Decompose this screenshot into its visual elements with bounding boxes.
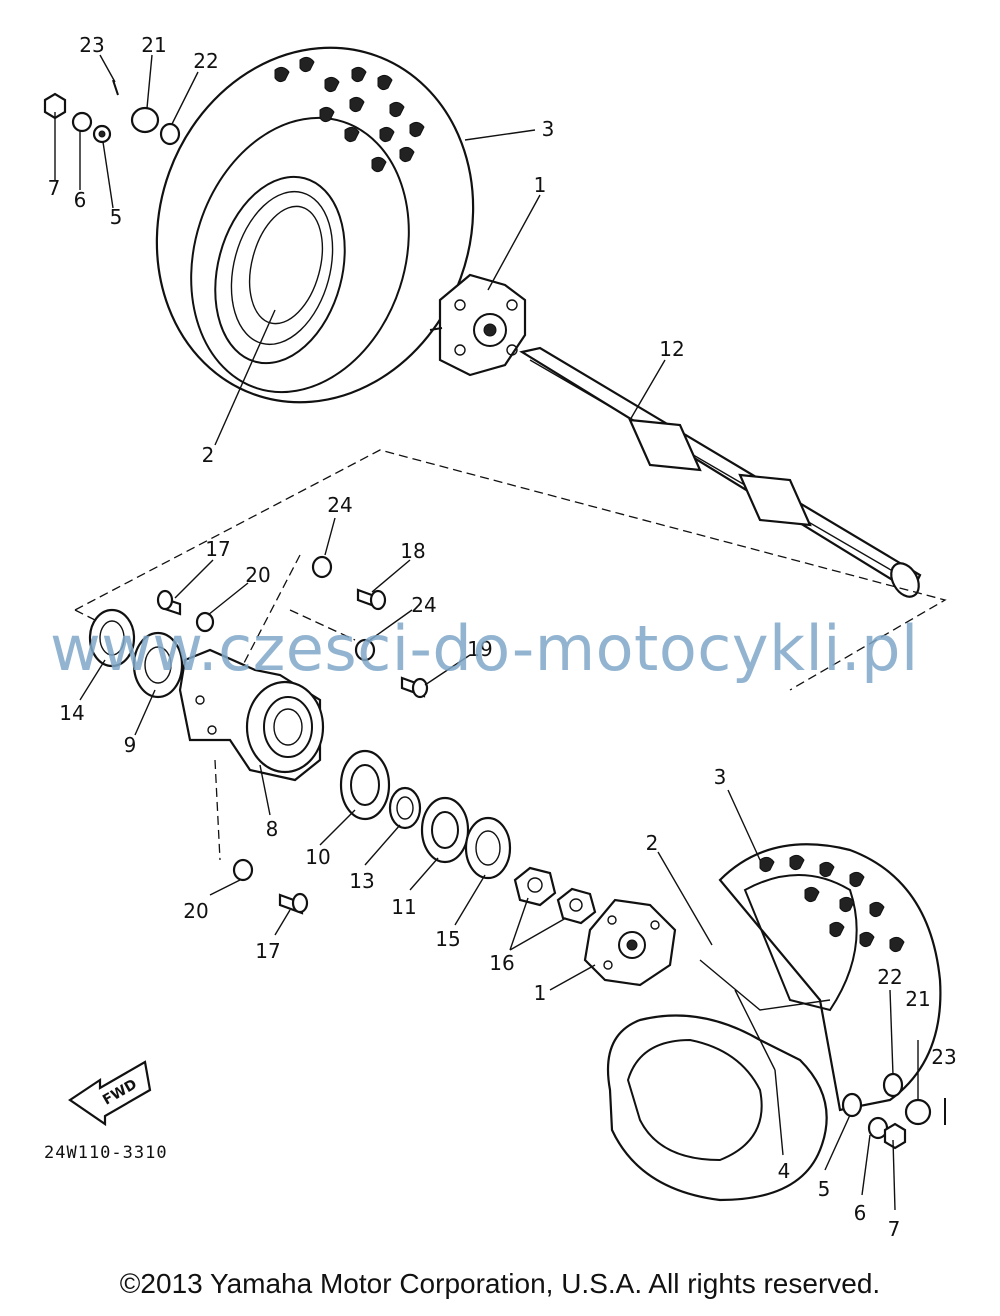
- drawing-code: 24W110-3310: [44, 1143, 168, 1163]
- callout-7b: 7: [888, 1217, 901, 1241]
- callout-17b: 17: [255, 939, 280, 963]
- callout-1: 1: [534, 173, 547, 197]
- callout-20: 20: [245, 563, 270, 587]
- callout-20b: 20: [183, 899, 208, 923]
- callout-21b: 21: [905, 987, 930, 1011]
- callout-2b: 2: [646, 831, 659, 855]
- fwd-direction-arrow: FWD: [68, 1060, 152, 1127]
- callout-labels: 23 21 22 7 6 5 3 1 12 2 24 17 18 20 24 1…: [44, 33, 957, 1241]
- callout-22: 22: [193, 49, 218, 73]
- callout-15: 15: [435, 927, 460, 951]
- callout-7: 7: [48, 176, 61, 200]
- lower-hub: [583, 898, 677, 987]
- callout-10: 10: [305, 845, 330, 869]
- upper-wheel: [155, 46, 475, 404]
- callout-19: 19: [467, 637, 492, 661]
- bearings-and-seals: [339, 749, 512, 880]
- callout-18: 18: [400, 539, 425, 563]
- callout-8: 8: [266, 817, 279, 841]
- callout-21: 21: [141, 33, 166, 57]
- callout-24b: 24: [411, 593, 436, 617]
- callout-6b: 6: [854, 1201, 867, 1225]
- callout-3: 3: [542, 117, 555, 141]
- callout-6: 6: [74, 188, 87, 212]
- callout-2: 2: [202, 443, 215, 467]
- upper-hub: [429, 273, 527, 377]
- tire-tread: [274, 56, 425, 173]
- callout-22b: 22: [877, 965, 902, 989]
- callout-24: 24: [327, 493, 352, 517]
- watermark-url: www.czesci-do-motocykli.pl: [50, 612, 919, 685]
- copyright-notice: ©2013 Yamaha Motor Corporation, U.S.A. A…: [119, 1268, 881, 1299]
- callout-11: 11: [391, 895, 416, 919]
- callout-14: 14: [59, 701, 84, 725]
- rear-axle: [519, 346, 922, 598]
- lower-wheel: [606, 843, 942, 1202]
- axle-nuts: [513, 866, 597, 925]
- callout-23b: 23: [931, 1045, 956, 1069]
- lower-tire-tread: [759, 854, 905, 953]
- callout-1b: 1: [534, 981, 547, 1005]
- callout-16: 16: [489, 951, 514, 975]
- callout-4: 4: [778, 1159, 791, 1183]
- callout-5: 5: [110, 205, 123, 229]
- housing-fasteners: [156, 555, 429, 915]
- callout-9: 9: [124, 733, 137, 757]
- lower-wheel-hardware: [841, 1072, 946, 1150]
- callout-23: 23: [79, 33, 104, 57]
- callout-17: 17: [205, 537, 230, 561]
- callout-13: 13: [349, 869, 374, 893]
- leader-lines: [54, 54, 919, 1211]
- callout-5b: 5: [818, 1177, 831, 1201]
- callout-12-value: 12: [659, 337, 684, 361]
- callout-3b: 3: [714, 765, 727, 789]
- axle-housing: [88, 608, 325, 782]
- upper-wheel-hardware: [43, 79, 181, 146]
